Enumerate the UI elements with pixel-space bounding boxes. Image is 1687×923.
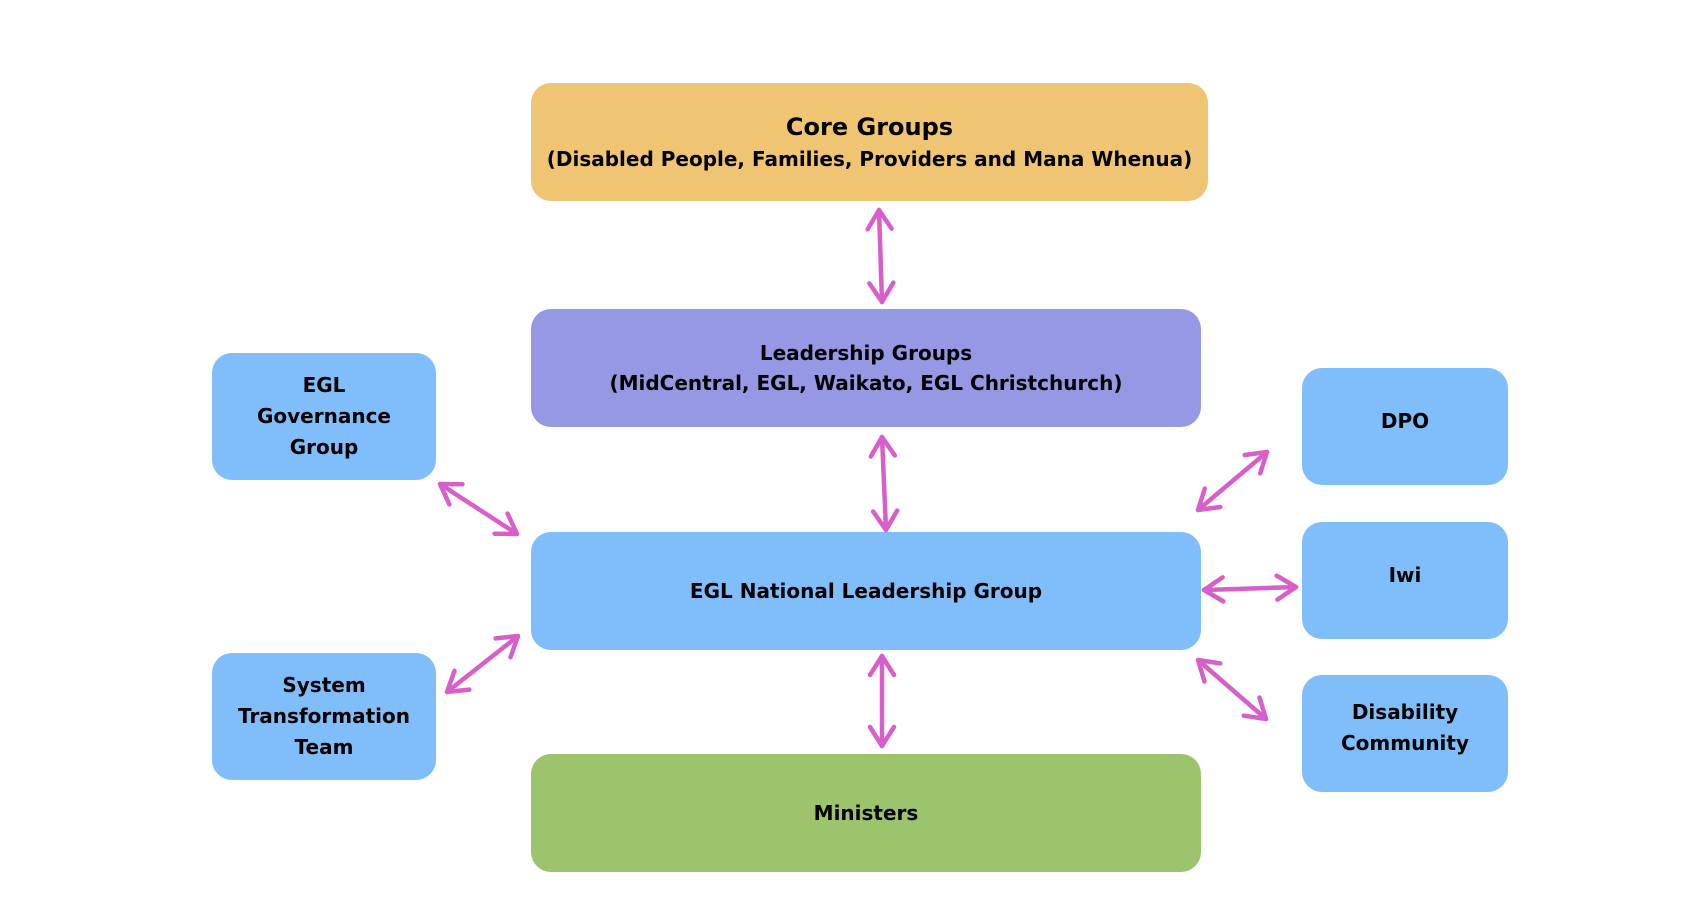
arrow-system-national — [444, 633, 521, 695]
arrow-disability-national — [1195, 657, 1269, 722]
leadership-groups-subtitle: (MidCentral, EGL, Waikato, EGL Christchu… — [609, 371, 1123, 395]
national-leadership-node: EGL National Leadership Group — [531, 532, 1201, 650]
governance-line-1: EGL — [302, 373, 346, 397]
core-groups-title: Core Groups — [785, 113, 954, 141]
governance-line-3: Group — [289, 435, 359, 459]
leadership-groups-node: Leadership Groups (MidCentral, EGL, Waik… — [531, 309, 1201, 427]
dpo-label: DPO — [1380, 408, 1430, 433]
core-groups-subtitle: (Disabled People, Families, Providers an… — [546, 147, 1193, 171]
arrow-dpo-national — [1195, 449, 1270, 513]
core-groups-node: Core Groups (Disabled People, Families, … — [531, 83, 1208, 201]
system-transformation-node: System Transformation Team — [212, 653, 436, 780]
governance-line-2: Governance — [256, 404, 391, 428]
disability-line-2: Community — [1340, 730, 1470, 755]
arrow-core-leadership — [865, 207, 896, 305]
dpo-node: DPO — [1302, 368, 1508, 485]
disability-community-node: Disability Community — [1302, 675, 1508, 792]
disability-line-1: Disability — [1351, 699, 1459, 724]
ministers-node: Ministers — [531, 754, 1201, 872]
ministers-label: Ministers — [813, 801, 919, 825]
arrow-national-ministers — [867, 653, 897, 749]
arrow-iwi-national — [1201, 573, 1299, 604]
national-leadership-label: EGL National Leadership Group — [689, 579, 1043, 603]
system-line-1: System — [282, 673, 366, 697]
system-line-3: Team — [294, 735, 354, 759]
arrow-leadership-national — [868, 434, 900, 533]
system-line-2: Transformation — [238, 704, 410, 728]
leadership-groups-title: Leadership Groups — [759, 341, 973, 365]
iwi-node: Iwi — [1302, 522, 1508, 639]
arrow-governance-national — [437, 481, 520, 537]
governance-group-node: EGL Governance Group — [212, 353, 436, 480]
iwi-label: Iwi — [1388, 562, 1422, 587]
